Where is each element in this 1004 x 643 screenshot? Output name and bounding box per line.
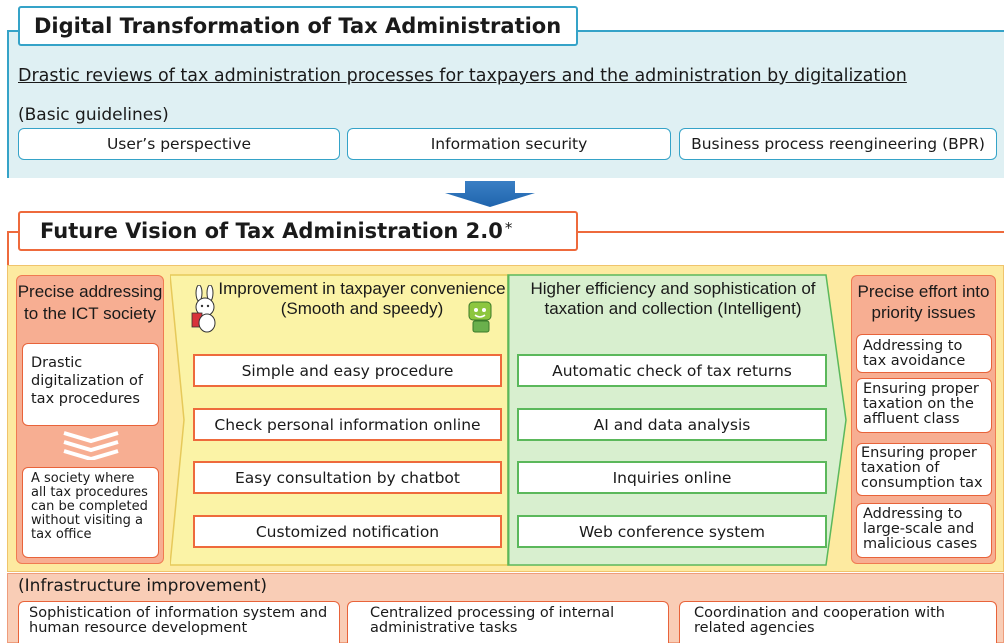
efficiency-item: AI and data analysis [517, 408, 827, 441]
infrastructure-item: Sophistication of information system and… [18, 601, 340, 643]
priority-item: Addressing to large-scale and malicious … [856, 503, 992, 558]
robot-mascot-icon [468, 301, 492, 333]
convenience-item: Customized notification [193, 515, 502, 548]
infrastructure-item: Coordination and cooperation with relate… [679, 601, 997, 643]
priority-item: Addressing to tax avoidance [856, 334, 992, 373]
top-subtitle: Drastic reviews of tax administration pr… [18, 66, 907, 86]
priority-item: Ensuring proper taxation on the affluent… [856, 378, 992, 433]
convenience-item: Simple and easy procedure [193, 354, 502, 387]
left-box-digitalization: Drastic digitalization of tax procedures [22, 343, 159, 426]
convenience-title: Improvement in taxpayer convenience (Smo… [218, 279, 506, 318]
right-column-title: Precise effort into priority issues [857, 282, 990, 322]
efficiency-item: Inquiries online [517, 461, 827, 494]
convenience-item: Easy consultation by chatbot [193, 461, 502, 494]
guideline-information-security: Information security [347, 128, 671, 160]
guideline-bpr: Business process reengineering (BPR) [679, 128, 997, 160]
chevron-down-icon [63, 431, 119, 460]
future-title-mark: * [504, 219, 513, 237]
top-title: Digital Transformation of Tax Administra… [18, 6, 578, 46]
basic-guidelines-label: (Basic guidelines) [18, 105, 169, 125]
efficiency-item: Web conference system [517, 515, 827, 548]
efficiency-item: Automatic check of tax returns [517, 354, 827, 387]
future-title-text: Future Vision of Tax Administration 2.0 [40, 219, 503, 243]
infrastructure-label: (Infrastructure improvement) [18, 576, 268, 596]
left-column-title: Precise addressing to the ICT society [17, 282, 163, 323]
convenience-item: Check personal information online [193, 408, 502, 441]
down-arrow-icon [445, 181, 535, 207]
left-box-society: A society where all tax procedures can b… [22, 467, 159, 558]
priority-item: Ensuring proper taxation of consumption … [856, 443, 992, 496]
rabbit-mascot-icon [191, 285, 216, 333]
guideline-user-perspective: User’s perspective [18, 128, 340, 160]
future-title: Future Vision of Tax Administration 2.0* [18, 211, 578, 251]
infrastructure-item: Centralized processing of internal admin… [347, 601, 669, 643]
efficiency-title: Higher efficiency and sophistication of … [530, 279, 816, 318]
